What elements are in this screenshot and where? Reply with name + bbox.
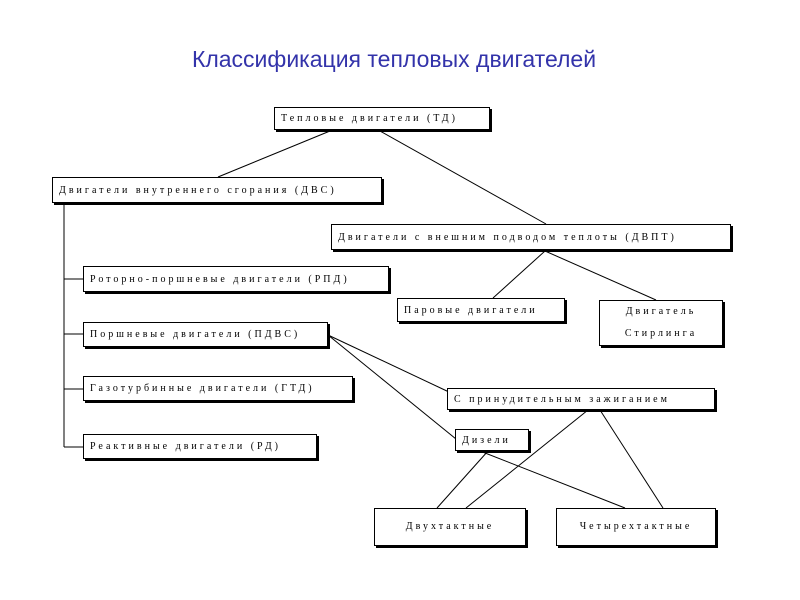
diagram-title: Классификация тепловых двигателей xyxy=(191,46,597,72)
edge-diesel-four xyxy=(479,450,626,509)
node-four-stroke: Четырехтактные xyxy=(556,508,716,546)
node-piston: Поршневые двигатели (ПДВС) xyxy=(83,322,328,347)
node-gas-turbine: Газотурбинные двигатели (ГТД) xyxy=(83,376,353,401)
edge-diesel-two xyxy=(436,450,489,509)
edge-forced-two xyxy=(465,409,589,509)
node-steam: Паровые двигатели xyxy=(397,298,565,322)
edge-forced-four xyxy=(599,409,664,509)
node-jet: Реактивные двигатели (РД) xyxy=(83,434,317,459)
node-stirling: Двигатель Стирлинга xyxy=(599,300,723,346)
node-external-heat: Двигатели с внешним подводом теплоты (ДВ… xyxy=(331,224,731,250)
node-rotary-piston: Роторно-поршневые двигатели (РПД) xyxy=(83,266,389,292)
edge-dvpt-stirling xyxy=(544,250,657,301)
edge-pdvs-forced xyxy=(327,334,450,393)
node-heat-engines: Тепловые двигатели (ТД) xyxy=(274,107,490,130)
node-diesel: Дизели xyxy=(455,429,529,451)
edge-dvpt-steam xyxy=(492,250,546,299)
node-internal-combustion: Двигатели внутреннего сгорания (ДВС) xyxy=(52,177,382,203)
node-two-stroke: Двухтактные xyxy=(374,508,526,546)
node-forced-ignition: С принудительным зажиганием xyxy=(447,388,715,410)
edge-root-dvs xyxy=(217,130,331,178)
edge-pdvs-diesel xyxy=(327,334,457,440)
edge-root-dvpt xyxy=(379,130,547,225)
